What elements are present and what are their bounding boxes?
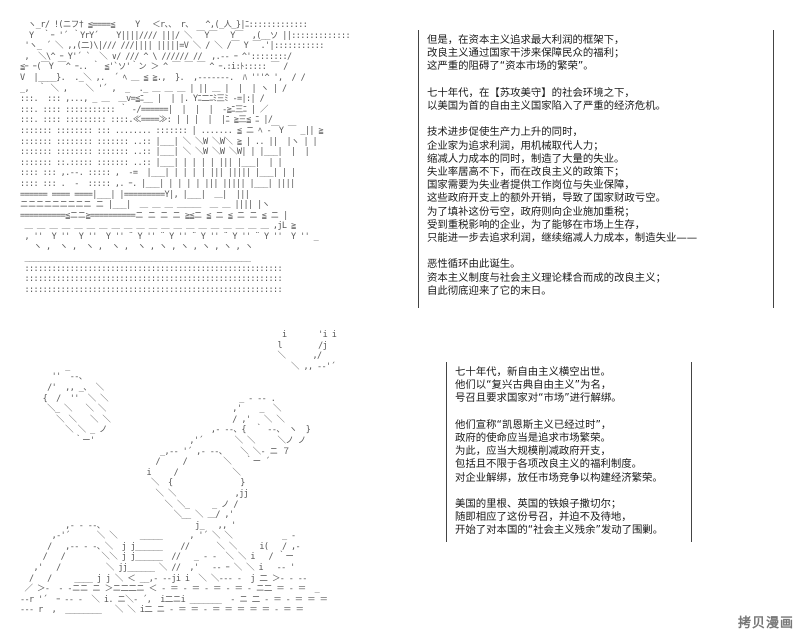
- narration-panel-top: 但是，在资本主义追求最大利润的框架下， 改良主义通过国家干涉来保障民众的福利； …: [418, 30, 774, 308]
- narration-line: 缩减人力成本的同时，制造了大量的失业。: [427, 152, 625, 165]
- narration-line: 国家需要为失业者提供工作岗位与失业保障，: [427, 179, 635, 192]
- narration-line: 恶性循环由此诞生。: [427, 258, 521, 271]
- paragraph-gap: [427, 74, 765, 87]
- ascii-art-falling-coins-scene: i 'i i l /j ＼ ,/ _: [20, 330, 337, 615]
- narration-line: 这严重的阻碍了“资本市场的繁荣”。: [427, 60, 594, 73]
- narration-line: 他们宣称“凯恩斯主义已经过时”，: [455, 418, 612, 431]
- narration-line: 但是，在资本主义追求最大利润的框架下，: [427, 34, 625, 46]
- ascii-art-city-scene: ￣ヽ_r/ !(ニフ† ≦====≦￣ ￣Y￣ ＜r、、 r、 ￣^,(_人_}…: [20, 20, 351, 295]
- paragraph-gap: [427, 245, 765, 258]
- narration-line: 对企业解绑，放任市场竞争以构建经济繁荣。: [455, 471, 663, 484]
- narration-line: 为了填补这份亏空，政府则向企业施加重税；: [427, 205, 635, 218]
- narration-line: 资本主义制度与社会主义理论糅合而成的改良主义；: [427, 271, 666, 284]
- narration-line: 企业家为追求利润，用机械取代人力；: [427, 139, 604, 152]
- narration-line: 政府的使命应当是追求市场繁荣。: [455, 432, 611, 444]
- narration-line: 号召且要求国家对“市场”进行解绑。: [455, 392, 622, 405]
- paragraph-gap: [427, 113, 765, 126]
- narration-line: 他们以“复兴古典自由主义”为名，: [455, 379, 612, 392]
- narration-line: 七十年代，在【苏攻美守】的社会环境之下，: [427, 86, 635, 99]
- narration-line: 随即相应了这份号召，并迫不及待地，: [455, 511, 632, 524]
- watermark-logo: 拷贝漫画: [737, 616, 794, 631]
- narration-line: 包括且不限于各项改良主义的福利制度。: [455, 458, 643, 471]
- paragraph-gap: [455, 485, 683, 498]
- narration-line: 只能进一步去追求利润，继续缩减人力成本，制造失业——: [427, 232, 698, 245]
- narration-line: 失业率居高不下，而在改良主义的政策下；: [427, 166, 625, 178]
- narration-line: 开始了对本国的“社会主义残余”发动了围剿。: [455, 524, 664, 537]
- narration-line: 技术进步促使生产力上升的同时，: [427, 126, 583, 139]
- narration-panel-bottom: 七十年代，新自由主义横空出世。 他们以“复兴古典自由主义”为名， 号召且要求国家…: [446, 362, 692, 542]
- narration-line: 以美国为首的自由主义国家陷入了严重的经济危机。: [427, 100, 666, 112]
- narration-line: 七十年代，新自由主义横空出世。: [455, 366, 611, 378]
- narration-line: 自此彻底迎来了它的末日。: [427, 284, 552, 297]
- narration-line: 改良主义通过国家干涉来保障民众的福利；: [427, 47, 625, 60]
- narration-line: 受到重税影响的企业，为了能够在市场上生存，: [427, 218, 646, 231]
- narration-line: 为此，应当大规模削减政府开支，: [455, 445, 611, 458]
- narration-line: 这些政府开支上的额外开销，导致了国家财政亏空。: [427, 192, 666, 205]
- narration-line: 美国的里根、英国的铁娘子撒切尔；: [455, 498, 622, 510]
- paragraph-gap: [455, 406, 683, 419]
